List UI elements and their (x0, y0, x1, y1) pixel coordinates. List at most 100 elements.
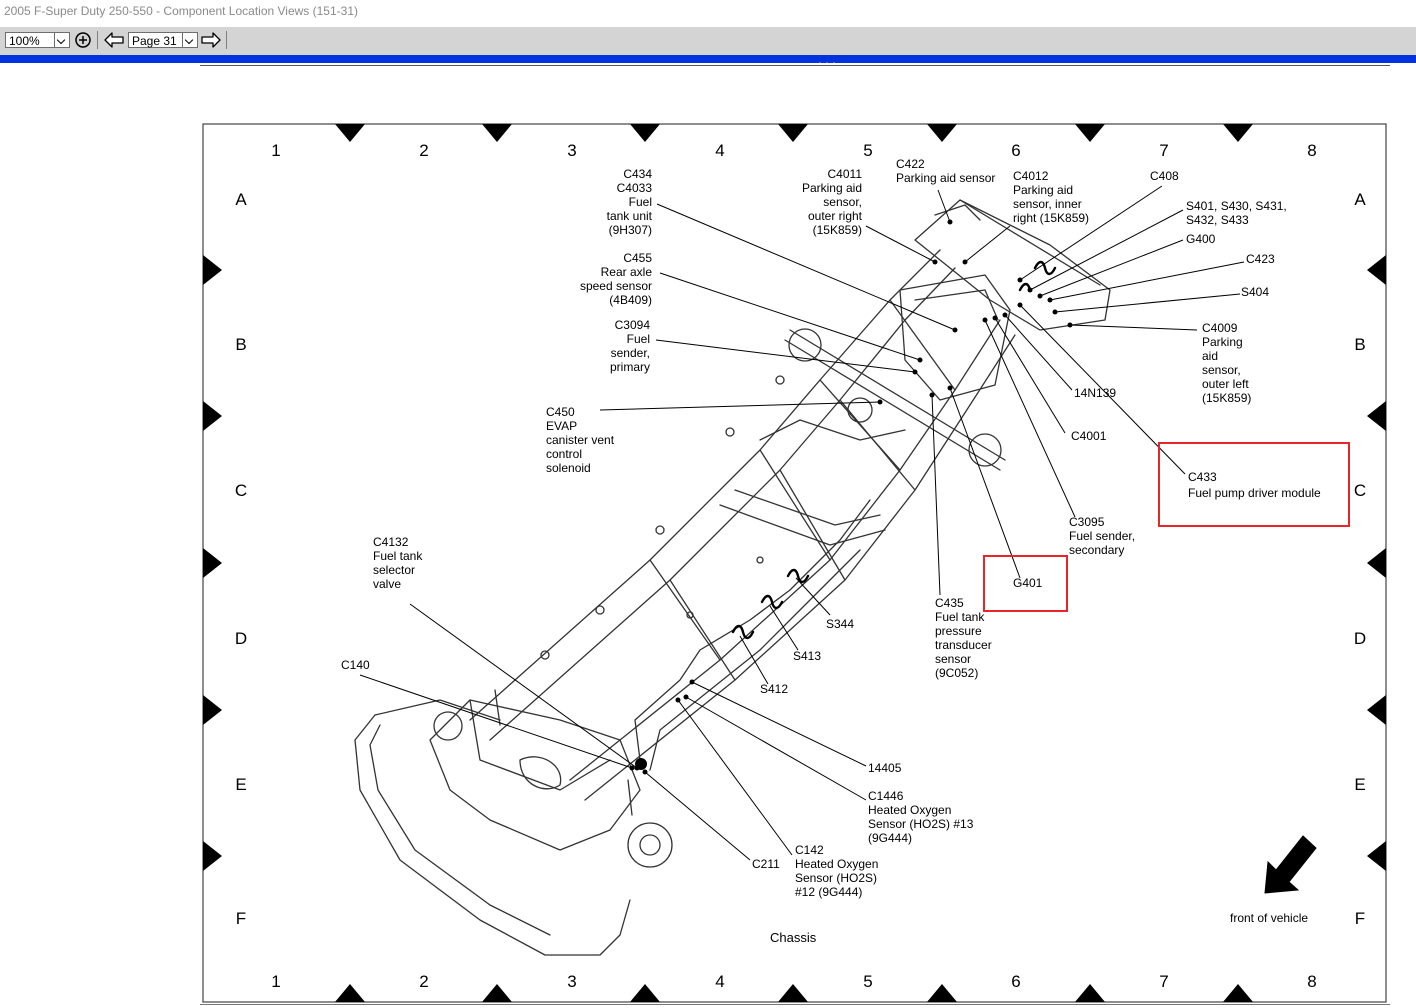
viewer-toolbar: 100% Page 31 (0, 27, 1416, 55)
grid-row-label-right: C (1354, 481, 1366, 500)
grid-column-label-top: 8 (1307, 141, 1316, 160)
grid-row-label-right: E (1354, 775, 1365, 794)
callout-line: Sensor (HO2S) #13 (868, 817, 974, 831)
callout-c211: C211 (752, 857, 780, 871)
callout-line: #12 (9G444) (795, 885, 862, 899)
callout-g400: G400 (1186, 232, 1216, 246)
callout-line: C4033 (617, 181, 653, 195)
page-select[interactable]: Page 31 (128, 32, 198, 48)
prev-page-button[interactable] (103, 30, 124, 50)
grid-row-label-right: B (1354, 335, 1365, 354)
arrow-left-icon (104, 32, 124, 48)
callout-line: C4012 (1013, 169, 1049, 183)
callout-c423: C423 (1246, 252, 1275, 266)
connector-c140 (635, 758, 647, 770)
callout-line: (15K859) (1202, 391, 1251, 405)
grid-row-label-left: D (235, 629, 247, 648)
callout-line: (15K859) (813, 223, 862, 237)
callout-arrowheads (629, 219, 1073, 775)
callout-line: C3094 (615, 318, 651, 332)
callout-line: C142 (795, 843, 824, 857)
page-select-value: Page 31 (132, 34, 177, 48)
zoom-select[interactable]: 100% (5, 32, 70, 48)
callout-leader-lines (359, 185, 1245, 861)
callout-line: C408 (1150, 169, 1179, 183)
grid-column-label-top: 2 (419, 141, 428, 160)
callout-line: G400 (1186, 232, 1216, 246)
grid-marker-bottom (630, 984, 660, 1002)
callout-line: Fuel (627, 332, 650, 346)
grid-marker-right (1367, 548, 1386, 578)
callout-line: C422 (896, 157, 925, 171)
grid-marker-top (778, 124, 808, 142)
callout-line: Heated Oxygen (868, 803, 951, 817)
highlight-box-g401 (983, 555, 1068, 612)
callout-line: S432, S433 (1186, 213, 1249, 227)
grid-row-label-left: B (235, 335, 246, 354)
callout-line: Fuel (629, 195, 652, 209)
callout-line: secondary (1069, 543, 1124, 557)
callout-line: (9C052) (935, 666, 978, 680)
next-page-button[interactable] (200, 30, 221, 50)
callout-line: Parking aid (1013, 183, 1073, 197)
grid-marker-right (1367, 401, 1386, 431)
callout-line: S344 (826, 617, 854, 631)
grid-column-label-bottom: 7 (1159, 972, 1168, 991)
callout-c4001: C4001 (1071, 429, 1107, 443)
callout-line: C3095 (1069, 515, 1105, 529)
callout-line: transducer (935, 638, 992, 652)
grid-column-label-top: 1 (271, 141, 280, 160)
callout-c408: C408 (1150, 169, 1179, 183)
callout-line: outer left (1202, 377, 1249, 391)
grid-marker-bottom (482, 984, 512, 1002)
callout-line: tank unit (607, 209, 653, 223)
callout-line: 14405 (868, 761, 902, 775)
page-top-rule (200, 65, 1390, 66)
zoom-in-icon[interactable] (73, 30, 93, 50)
callout-line: (9G444) (868, 831, 912, 845)
grid-marker-top (482, 124, 512, 142)
grid-column-label-bottom: 2 (419, 972, 428, 991)
grid-column-label-bottom: 8 (1307, 972, 1316, 991)
chevron-down-icon[interactable] (182, 33, 197, 47)
callout-line: Fuel sender, (1069, 529, 1135, 543)
callout-line: C423 (1246, 252, 1275, 266)
highlight-box-c433 (1158, 442, 1350, 527)
callout-line: C455 (623, 251, 652, 265)
callout-line: Sensor (HO2S) (795, 871, 877, 885)
callout-line: C4132 (373, 535, 409, 549)
grid-column-label-top: 6 (1011, 141, 1020, 160)
grid-marker-bottom (1075, 984, 1105, 1002)
callout-s344: S344 (826, 617, 854, 631)
grid-marker-bottom (1223, 984, 1253, 1002)
grid-marker-bottom (927, 984, 957, 1002)
diagram-caption: Chassis (770, 930, 817, 945)
callout-line: sensor (935, 652, 971, 666)
chevron-down-icon[interactable] (54, 33, 69, 47)
callout-line: C433 (1188, 470, 1217, 484)
callout-line: sender, (611, 346, 650, 360)
callout-n14n139: 14N139 (1074, 386, 1116, 400)
arrow-right-icon (201, 32, 221, 48)
zoom-select-value: 100% (9, 34, 40, 48)
callout-line: C211 (752, 857, 780, 871)
grid-column-label-top: 4 (715, 141, 724, 160)
callout-line: valve (373, 577, 401, 591)
callout-s404: S404 (1241, 285, 1269, 299)
callout-s412: S412 (760, 682, 788, 696)
callout-line: (9H307) (609, 223, 652, 237)
callout-line: speed sensor (580, 279, 652, 293)
chassis-illustration (354, 199, 1111, 956)
grid-marker-right (1367, 841, 1386, 871)
callout-line: C450 (546, 405, 575, 419)
callout-line: sensor, (823, 195, 862, 209)
front-of-vehicle-arrow-icon (1264, 835, 1317, 894)
